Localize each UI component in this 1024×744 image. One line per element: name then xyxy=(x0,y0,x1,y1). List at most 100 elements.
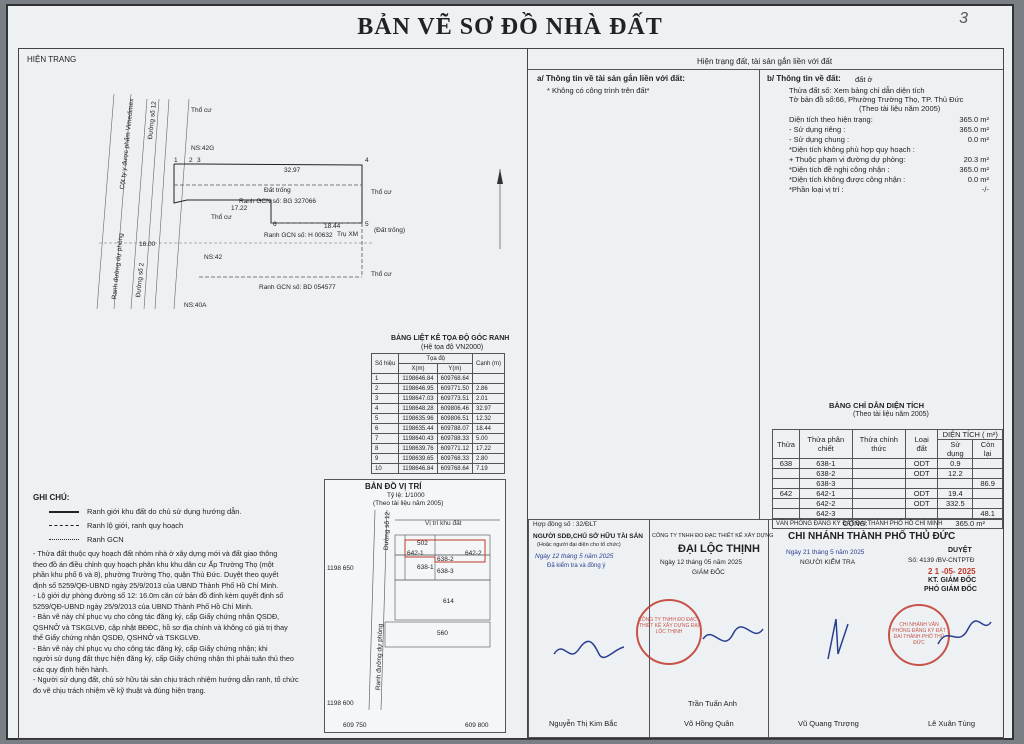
coord-cell: 9 xyxy=(370,453,400,464)
area-cell xyxy=(772,508,800,519)
owner-ack: Đã kiểm tra và đồng ý xyxy=(547,563,606,569)
checker-date: Ngày 21 tháng 5 năm 2025 xyxy=(786,549,865,556)
area-cell xyxy=(937,478,974,489)
area-head-area: DIỆN TÍCH ( m²) xyxy=(937,429,1003,440)
area-table: Thửa Thửa phân chiết Thửa chính thức Loạ… xyxy=(771,429,1003,529)
coord-cell: 4 xyxy=(370,403,400,414)
point-6: 6 xyxy=(273,221,277,228)
land-area-label: - Sử dụng riêng : xyxy=(789,125,846,134)
office-name: CHI NHÁNH THÀNH PHỐ THỦ ĐỨC xyxy=(788,531,956,542)
area-cell: 642 xyxy=(772,488,800,499)
coord-cell: 1198646.95 xyxy=(398,383,438,394)
area-cell: 332.5 xyxy=(937,498,974,509)
company-signature xyxy=(702,626,764,642)
right-heading-rule xyxy=(528,69,1003,70)
company-date: Ngày 12 tháng 05 năm 2025 xyxy=(660,559,743,566)
dim-32-97: 32.97 xyxy=(284,167,301,174)
approve-title: DUYỆT xyxy=(948,547,972,554)
note-line: - Thửa đất thuộc quy hoạch đất nhóm nhà … xyxy=(33,549,278,558)
approve-role-1: KT. GIÁM ĐỐC xyxy=(928,577,977,584)
owner-title: NGƯỜI SDĐ,CHỦ SỞ HỮU TÀI SẢN xyxy=(533,533,643,540)
label-gcn-h: Ranh GCN số: H 00632 xyxy=(264,232,333,239)
land-title: b/ Thông tin về đất: xyxy=(767,74,841,83)
coord-cell: 8 xyxy=(370,443,400,454)
coord-cell: 609788.07 xyxy=(436,423,474,434)
right-heading: Hiện trạng đất, tài sản gắn liền với đất xyxy=(697,57,833,66)
land-area-label: *Diện tích không phù hợp quy hoạch : xyxy=(789,145,915,154)
coord-head-y: Y(m) xyxy=(436,363,474,374)
area-cell: 638-3 xyxy=(798,478,853,489)
page-title: BẢN VẼ SƠ ĐỒ NHÀ ĐẤT xyxy=(357,14,663,40)
land-area-value: 365.0 m² xyxy=(959,115,989,124)
area-cell: 638-2 xyxy=(798,468,853,479)
label-tru-xm: Trụ XM xyxy=(337,231,359,238)
note-line: - Bản vẽ này chỉ phục vụ cho công tác đă… xyxy=(33,612,280,621)
approver-signature xyxy=(937,620,992,645)
area-cell xyxy=(972,458,1003,469)
coord-cell: 1198646.84 xyxy=(398,373,438,384)
company-role: GIÁM ĐỐC xyxy=(692,569,725,576)
note-line: 5259/QĐ-UBND ngày 25/9/2013 của UBND Thà… xyxy=(33,601,254,611)
note-line: định số 5259/QĐ-UBND ngày 25/9/2013 của … xyxy=(33,580,279,590)
area-cell: ODT xyxy=(904,468,939,479)
land-area-value: 365.0 m² xyxy=(959,125,989,134)
land-area-value: 0.0 m² xyxy=(967,135,989,144)
coord-cell: 7 xyxy=(370,433,400,444)
signature-rule xyxy=(528,519,1003,520)
office-stamp: CHI NHÁNH VĂN PHÒNG ĐĂNG KÝ ĐẤT ĐAI THÀN… xyxy=(888,604,950,666)
asset-text: * Không có công trình trên đất* xyxy=(547,86,650,95)
label-gcn-bg: Ranh GCN số: BG 327066 xyxy=(239,198,316,205)
area-cell xyxy=(904,508,939,519)
area-cell: 642-3 xyxy=(798,508,853,519)
coord-cell: 5.00 xyxy=(471,433,506,444)
note-line: QSHNỞ và TSKGLVĐ, cập nhật BĐĐC, hồ sơ đ… xyxy=(33,622,288,632)
loc-parcel-638-1: 638-1 xyxy=(417,564,434,571)
land-area-row: *Diện tích không được công nhận :0.0 m² xyxy=(789,175,989,185)
land-line-1: Thửa đất số: Xem bảng chỉ dẫn diện tích xyxy=(789,86,925,95)
dim-17-22: 17.22 xyxy=(231,205,248,212)
company-signer-2: Võ Hồng Quân xyxy=(684,719,734,728)
label-tho-cu-3: Thổ cư xyxy=(371,271,392,278)
point-4: 4 xyxy=(365,157,369,164)
land-area-value: 0.0 m² xyxy=(967,175,989,184)
coord-cell: 1 xyxy=(370,373,400,384)
area-cell xyxy=(851,508,906,519)
approver-name: Lê Xuân Tùng xyxy=(928,719,975,728)
site-plan xyxy=(96,93,503,310)
area-cell xyxy=(972,468,1003,479)
center-divider xyxy=(527,49,528,739)
dim-16-00: 16.00 xyxy=(139,241,156,248)
land-area-row: *Diện tích không phù hợp quy hoạch : xyxy=(789,145,989,155)
coord-cell: 1198647.03 xyxy=(398,393,438,404)
land-line-2: Tờ bản đồ số:66, Phường Trường Thọ, TP. … xyxy=(789,95,964,104)
coord-head-x: X(m) xyxy=(398,363,438,374)
land-area-row: *Phần loại vị trí :-/- xyxy=(789,185,989,195)
point-5: 5 xyxy=(365,221,369,228)
note-line: - Lộ giới dự phòng đường số 12: 16.0m că… xyxy=(33,591,284,600)
page-number: 3 xyxy=(959,10,968,27)
loc-coord-4: 609 800 xyxy=(465,722,489,729)
coord-cell: 609773.51 xyxy=(436,393,474,404)
area-cell: 19.4 xyxy=(937,488,974,499)
coord-cell: 2 xyxy=(370,383,400,394)
coord-cell xyxy=(471,373,506,384)
legend-2: Ranh lộ giới, ranh quy hoạch xyxy=(87,521,184,530)
coord-cell: 609788.33 xyxy=(436,433,474,444)
label-tho-cu-2: Thổ cư xyxy=(371,189,392,196)
loc-title: BẢN ĐỒ VỊ TRÍ xyxy=(365,482,422,491)
area-cell xyxy=(937,508,974,519)
company-stamp: CÔNG TY TNHH ĐO ĐẠC - THIẾT KẾ XÂY DỰNG … xyxy=(636,599,702,665)
owner-subtitle: (Hoặc người đại diện cho tổ chức) xyxy=(537,542,621,548)
area-cell: 638-1 xyxy=(798,458,853,469)
checker-role: NGƯỜI KIỂM TRA xyxy=(800,559,856,566)
area-cell xyxy=(772,498,800,509)
coord-cell: 609771.50 xyxy=(436,383,474,394)
label-gcn-bd: Ranh GCN số: BD 054577 xyxy=(259,284,336,291)
